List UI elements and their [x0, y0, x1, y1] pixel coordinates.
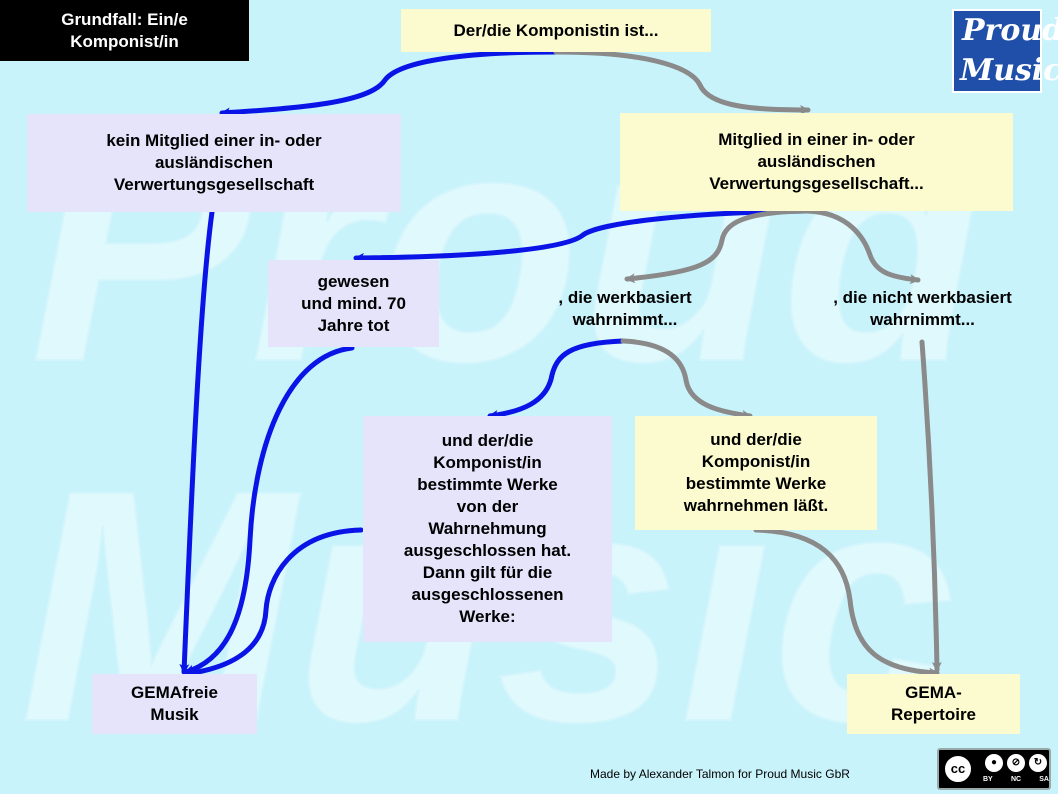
node-text-line: Komponist/in [701, 452, 811, 471]
node-text-line: Mitglied in einer in- oder [718, 130, 915, 149]
share-alike-icon: ↻ [1029, 754, 1047, 772]
node-text-line: GEMAfreie [131, 683, 218, 702]
node-text-line: bestimmte Werke [685, 474, 827, 493]
node-dead: gewesen und mind. 70 Jahre tot [268, 260, 439, 347]
node-text-line: ausgeschlossen hat. [403, 541, 572, 560]
cc-labels: BY NC SA [983, 775, 1049, 784]
node-text-line: Werke: [459, 607, 516, 626]
node-text-line: Komponist/in [433, 453, 542, 472]
node-text-line: kein Mitglied einer in- oder [106, 131, 322, 150]
node-text-line: Jahre tot [317, 315, 390, 335]
logo-word-proud: Proud [962, 13, 1058, 48]
node-let-perceive: und der/die Komponist/in bestimmte Werke… [635, 416, 877, 530]
node-text-line: ausländischen [757, 152, 876, 171]
node-text-line: Verwertungsgesellschaft... [709, 174, 924, 193]
node-text-line: wahrnehmen läßt. [683, 496, 829, 515]
node-text-line: und der/die [710, 430, 802, 449]
node-no-member: kein Mitglied einer in- oder ausländisch… [27, 114, 401, 212]
node-text-line: Repertoire [890, 705, 977, 724]
logo-word-music: Music [960, 53, 1058, 88]
slide-title: Grundfall: Ein/e Komponist/in [0, 0, 249, 61]
node-text-line: Wahrnehmung [428, 519, 547, 538]
cc-license-badge[interactable]: cc ● ⊘ ↻ BY NC SA [937, 748, 1051, 790]
node-text-line: und der/die [441, 431, 534, 450]
proud-music-logo: Proud Music [952, 9, 1058, 93]
node-text-line: Musik [150, 705, 199, 724]
node-gema-free: GEMAfreie Musik [92, 674, 257, 734]
node-not-work-based: , die nicht werkbasiert wahrnimmt... [795, 283, 1050, 335]
person-icon: ● [985, 754, 1003, 772]
no-dollar-icon: ⊘ [1007, 754, 1025, 772]
cc-icon: cc [943, 754, 973, 784]
slide-title-line: Grundfall: Ein/e [61, 9, 188, 29]
node-text-line: gewesen [317, 271, 390, 291]
node-text-line: , die nicht werkbasiert [833, 288, 1012, 307]
node-text-line: wahrnimmt... [572, 310, 678, 329]
node-text-line: Der/die Komponistin ist... [453, 20, 659, 40]
node-start: Der/die Komponistin ist... [401, 9, 711, 52]
node-text-line: und mind. 70 [301, 293, 406, 313]
cc-label-sa: SA [1039, 776, 1049, 783]
node-text-line: Dann gilt für die [422, 563, 553, 582]
node-text-line: von der [456, 497, 519, 516]
node-text-line: ausgeschlossenen [411, 585, 564, 604]
node-text-line: wahrnimmt... [870, 310, 975, 329]
node-text-line: ausländischen [154, 153, 274, 172]
node-excluded: und der/die Komponist/in bestimmte Werke… [363, 416, 612, 642]
node-text-line: , die werkbasiert [558, 288, 692, 307]
cc-label-nc: NC [1010, 776, 1022, 783]
node-gema-repertoire: GEMA- Repertoire [847, 674, 1020, 734]
node-text-line: bestimmte Werke [417, 475, 558, 494]
slide-title-line: Komponist/in [70, 31, 179, 51]
node-work-based: , die werkbasiert wahrnimmt... [510, 283, 740, 335]
author-credit: Made by Alexander Talmon for Proud Music… [590, 767, 850, 781]
cc-label-by: BY [983, 776, 993, 783]
node-member: Mitglied in einer in- oder ausländischen… [620, 113, 1013, 211]
node-text-line: Verwertungsgesellschaft [113, 175, 315, 194]
node-text-line: GEMA- [905, 683, 962, 702]
